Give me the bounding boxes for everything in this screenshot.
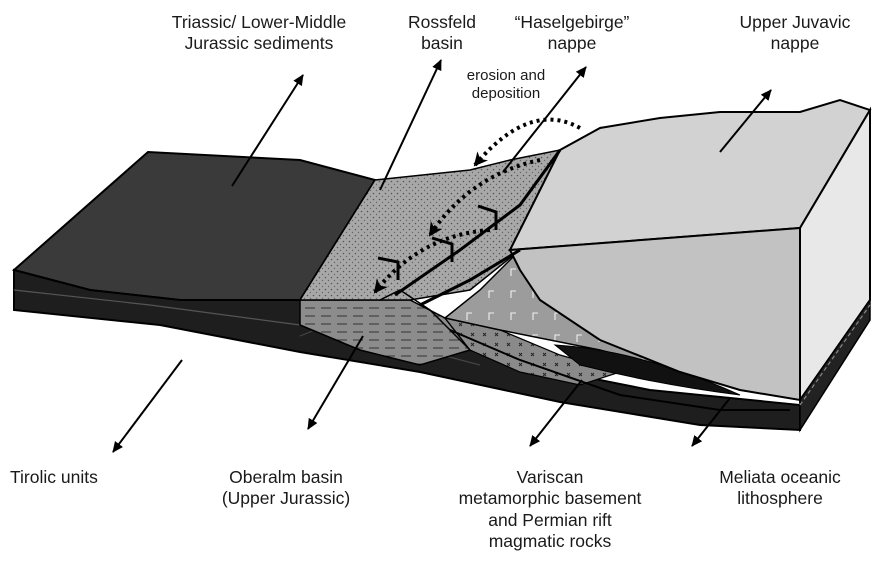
label-rossfeld: Rossfeld basin — [392, 12, 492, 55]
label-haselgebirge: “Haselgebirge” nappe — [502, 12, 642, 55]
label-oberalm: Oberalm basin (Upper Jurassic) — [206, 467, 366, 510]
label-triassic: Triassic/ Lower-Middle Jurassic sediment… — [134, 12, 384, 55]
label-upper-juvavic: Upper Juvavic nappe — [720, 12, 870, 55]
label-variscan: Variscan metamorphic basement and Permia… — [440, 467, 660, 552]
label-erosion: erosion and deposition — [452, 67, 560, 103]
label-meliata: Meliata oceanic lithosphere — [690, 467, 870, 510]
label-tirolic: Tirolic units — [10, 467, 160, 488]
